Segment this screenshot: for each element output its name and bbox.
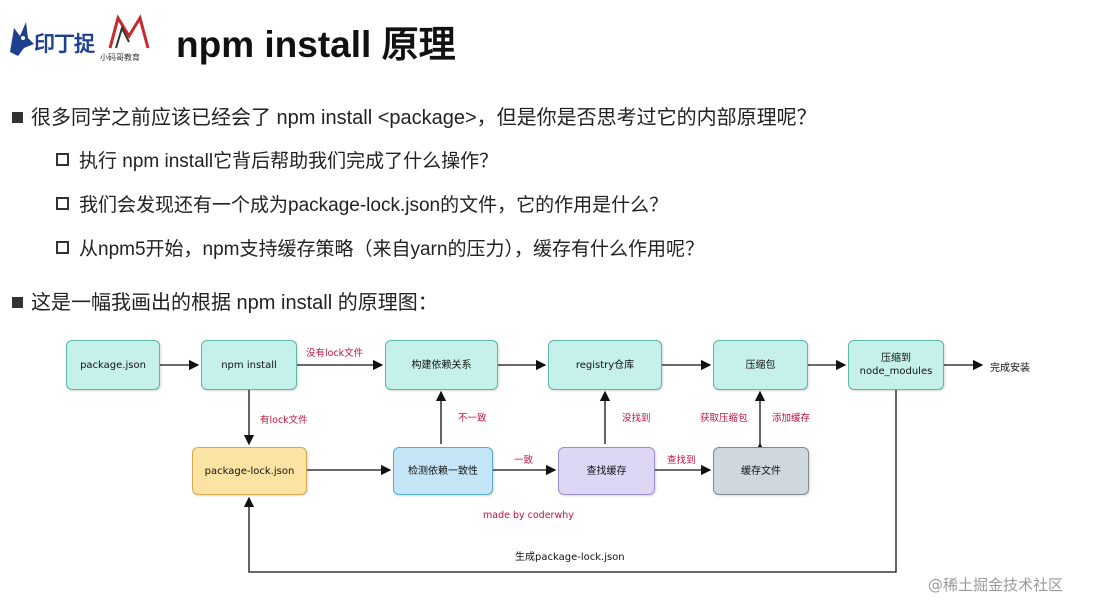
xiaomage-logo: 小码哥教育 [100, 14, 160, 66]
arrow-generate-lock [243, 390, 897, 573]
label-found: 查找到 [667, 455, 696, 466]
bullet-question: 很多同学之前应该已经会了 npm install <package>，但是你是否… [12, 101, 817, 130]
open-square-icon [56, 153, 69, 166]
label-get-package: 获取压缩包 [700, 413, 748, 424]
open-square-icon [56, 197, 69, 210]
node-find-cache: 查找缓存 [558, 447, 655, 495]
sub-bullet-text: 从npm5开始，npm支持缓存策略（来自yarn的压力），缓存有什么作用呢？ [79, 239, 704, 260]
node-compressed: 压缩包 [713, 340, 808, 390]
label-no-lock: 没有lock文件 [306, 348, 364, 359]
sub-bullet-text: 我们会发现还有一个成为package-lock.json的文件，它的作用是什么？ [79, 195, 669, 216]
label-add-cache: 添加缓存 [772, 413, 811, 424]
label-generate-lock: 生成package-lock.json [515, 552, 625, 563]
open-square-icon [56, 241, 69, 254]
filled-square-icon [12, 297, 23, 308]
node-registry: registry仓库 [548, 340, 662, 390]
node-cache-files: 缓存文件 [713, 447, 809, 495]
sub-bullet-2: 我们会发现还有一个成为package-lock.json的文件，它的作用是什么？ [56, 190, 668, 217]
label-install-done: 完成安装 [990, 363, 1030, 374]
label-has-lock: 有lock文件 [260, 415, 308, 426]
node-lock-file: package-lock.json [192, 447, 307, 495]
node-extract-line1: 压缩到 [881, 353, 911, 364]
label-consistent: 一致 [514, 455, 534, 466]
diagram-credit: made by coderwhy [483, 510, 574, 521]
watermark: @稀土掘金技术社区 [928, 576, 1064, 594]
node-extract: 压缩到 node_modules [848, 340, 944, 390]
brand-text: 印丁捉 [34, 32, 95, 56]
label-not-found: 没找到 [622, 413, 651, 424]
npm-install-diagram: package.json npm install 构建依赖关系 registry… [0, 320, 1093, 590]
wolf-icon [10, 22, 34, 56]
node-build-deps: 构建依赖关系 [385, 340, 498, 390]
node-npm-install: npm install [201, 340, 297, 390]
page-title: npm install 原理 [176, 24, 456, 65]
bullet-text: 这是一幅我画出的根据 npm install 的原理图： [31, 292, 438, 314]
sub-bullet-1: 执行 npm install它背后帮助我们完成了什么操作？ [56, 146, 498, 173]
bullet-text: 很多同学之前应该已经会了 npm install <package>，但是你是否… [31, 107, 817, 129]
label-inconsistent: 不一致 [458, 413, 487, 424]
slide-header: 印丁捉 小码哥教育 npm install 原理 [0, 0, 1093, 80]
bullet-diagram-intro: 这是一幅我画出的根据 npm install 的原理图： [12, 286, 438, 315]
brand-logo: 印丁捉 [6, 14, 95, 64]
sub-bullet-text: 执行 npm install它背后帮助我们完成了什么操作？ [79, 151, 499, 172]
node-extract-line2: node_modules [859, 366, 933, 377]
diagram-arrows [160, 359, 984, 573]
m-logo-icon [108, 14, 150, 49]
node-package-json: package.json [66, 340, 160, 390]
logo-subtitle: 小码哥教育 [100, 53, 140, 62]
sub-bullet-3: 从npm5开始，npm支持缓存策略（来自yarn的压力），缓存有什么作用呢？ [56, 234, 704, 261]
filled-square-icon [12, 112, 23, 123]
node-check-consistency: 检测依赖一致性 [393, 447, 493, 495]
